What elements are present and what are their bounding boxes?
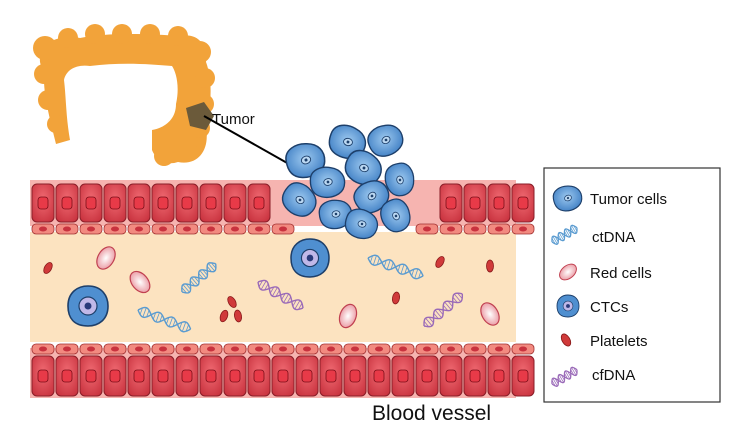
legend-label: CTCs: [590, 299, 628, 316]
legend-label: Tumor cells: [590, 191, 667, 208]
legend-label: Red cells: [590, 265, 652, 282]
ctc-cell: [290, 238, 330, 278]
legend-item-red-cells: Red cells: [556, 260, 652, 284]
legend-label: ctDNA: [592, 229, 635, 246]
dna-strands: [137, 254, 464, 333]
cfdna-icon: [551, 366, 578, 387]
legend-label: Platelets: [590, 333, 648, 350]
endothelial-cells-top: [31, 183, 535, 223]
tumor-callout-line: [203, 115, 297, 169]
vessel-label: Blood vessel: [372, 402, 491, 425]
legend-item-ctcs: CTCs: [556, 294, 628, 318]
endothelial-lining-top: [31, 223, 535, 235]
tumor-mass: [186, 102, 214, 130]
legend-item-cfdna: cfDNA: [551, 366, 635, 387]
colon-illustration: [33, 24, 215, 166]
ctdna-icon: [551, 224, 578, 245]
legend-item-ctdna: ctDNA: [551, 224, 635, 246]
legend: Tumor cells ctDNA Red cells CTCs Platele…: [543, 167, 721, 403]
legend-label: cfDNA: [592, 367, 635, 384]
legend-item-tumor-cells: Tumor cells: [549, 181, 667, 216]
legend-item-platelets: Platelets: [558, 331, 648, 350]
ctc-cell: [67, 285, 109, 327]
endothelial-cells-bottom: [31, 355, 535, 397]
tumor-label: Tumor: [212, 111, 255, 128]
endothelial-lining-bottom: [31, 343, 535, 355]
ctc-icon: [556, 294, 580, 318]
